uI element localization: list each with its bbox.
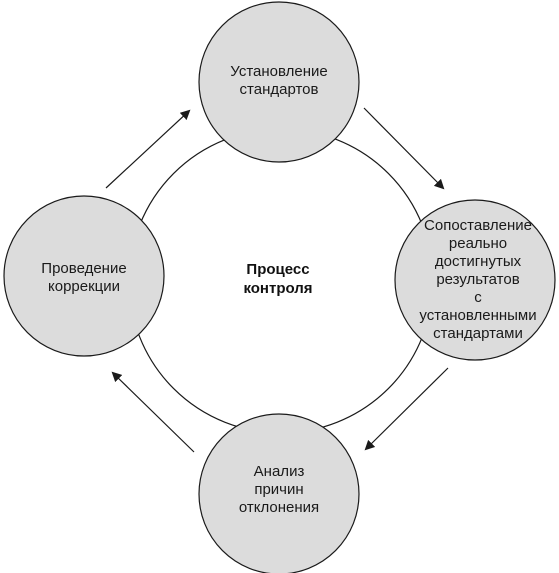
- arrow-standards-to-compare: [363, 107, 445, 190]
- center-label: Процесс контроля: [243, 261, 313, 297]
- stage-circle-analysis: [198, 413, 360, 573]
- stage-label-standards: Установление стандартов: [230, 63, 328, 98]
- stage-label-compare: Сопоставление реально достигнутых резуль…: [419, 217, 537, 342]
- arrow-analysis-to-correction: [111, 371, 195, 453]
- arrow-correction-to-standards: [105, 109, 191, 189]
- stage-label-analysis: Анализ причин отклонения: [238, 463, 320, 516]
- stage-circle-standards: [198, 1, 360, 163]
- stage-circle-compare: [394, 199, 556, 361]
- stage-circle-correction: [3, 195, 165, 357]
- arrow-compare-to-analysis: [364, 367, 449, 451]
- stage-label-correction: Проведение коррекции: [41, 260, 127, 295]
